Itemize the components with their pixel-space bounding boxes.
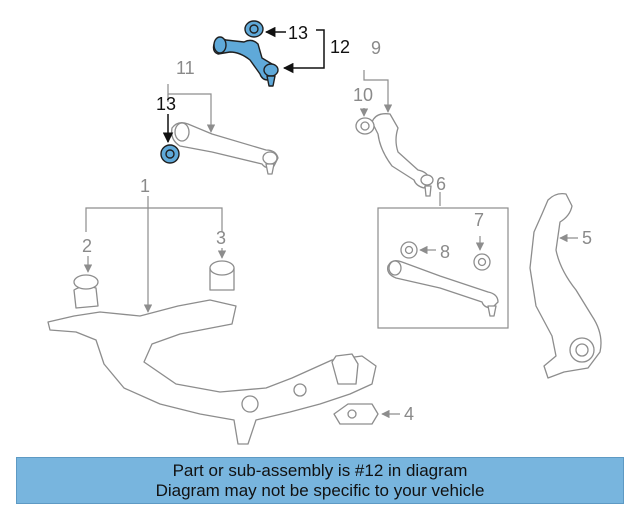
callout-12: 12 [330, 37, 350, 57]
bushing-part-8 [400, 241, 418, 259]
control-arm-part-9 [371, 113, 434, 197]
bushing-part-13-lower[interactable] [160, 144, 180, 164]
bushing-part-7 [473, 253, 491, 271]
callout-1: 1 [140, 176, 150, 196]
banner-line-2: Diagram may not be specific to your vehi… [155, 480, 485, 500]
callout-5: 5 [582, 228, 592, 248]
upper-control-arm-part-12[interactable] [212, 36, 279, 87]
bushing-part-10 [355, 117, 375, 135]
callout-11: 11 [176, 58, 195, 78]
bushing-part-13-upper[interactable] [244, 20, 264, 38]
bracket-part-4 [333, 403, 379, 425]
knuckle-part-5 [529, 192, 602, 379]
parts-diagram: 13 12 11 13 9 10 6 7 8 5 1 2 3 4 [47, 20, 602, 445]
info-banner: Part or sub-assembly is #12 in diagram D… [16, 457, 624, 504]
upper-control-arm-part-11 [171, 122, 279, 175]
callout-2: 2 [82, 236, 92, 256]
callout-13-lower: 13 [156, 94, 176, 114]
callout-13-top: 13 [288, 23, 308, 43]
callout-7: 7 [474, 210, 484, 230]
callout-3: 3 [216, 228, 226, 248]
callout-8: 8 [440, 242, 450, 262]
lower-arm-part-6 [387, 260, 499, 317]
callout-4: 4 [404, 404, 414, 424]
callout-6: 6 [436, 174, 446, 194]
callout-10: 10 [353, 85, 373, 105]
subframe-part-1 [47, 260, 377, 445]
callout-9: 9 [371, 38, 381, 58]
banner-line-1: Part or sub-assembly is #12 in diagram [172, 460, 468, 480]
